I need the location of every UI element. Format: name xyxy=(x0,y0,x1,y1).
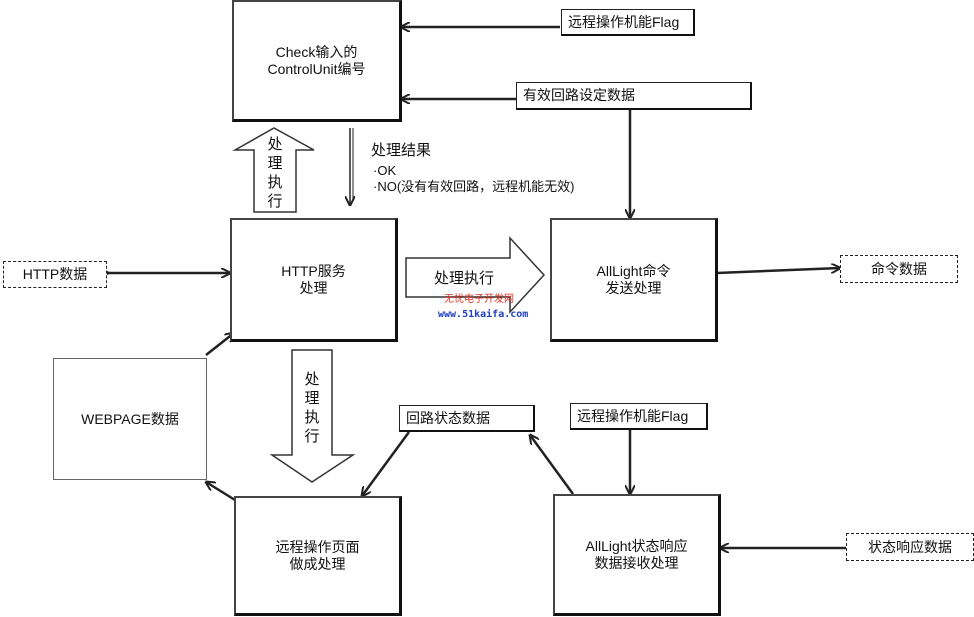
remote-page-box: 远程操作页面 做成处理 xyxy=(234,496,402,616)
arrow-loopstatus-to-page xyxy=(362,431,411,496)
alllight-command-box: AllLight命令 发送处理 xyxy=(550,218,718,342)
remote-flag-bottom-label: 远程操作机能Flag xyxy=(570,403,708,430)
http-data-label: HTTP数据 xyxy=(3,261,107,288)
webpage-data-label: WEBPAGE数据 xyxy=(81,410,179,427)
alllight-command-line2: 发送处理 xyxy=(605,279,662,296)
http-service-line1: HTTP服务 xyxy=(281,262,346,279)
watermark-cn: 无忧电子开发网 xyxy=(444,294,514,305)
valid-loop-data-label: 有效回路设定数据 xyxy=(516,82,752,110)
remote-flag-top-label: 远程操作机能Flag xyxy=(561,9,695,36)
alllight-status-box: AllLight状态响应 数据接收处理 xyxy=(553,494,721,616)
up-arrow-text: 处 理 执 行 xyxy=(267,136,283,210)
alllight-status-line2: 数据接收处理 xyxy=(594,554,679,571)
down-arrow-text: 处 理 执 行 xyxy=(304,371,320,445)
result-ok: ·OK xyxy=(373,163,397,178)
alllight-command-line1: AllLight命令 xyxy=(596,262,671,279)
http-service-line2: 处理 xyxy=(299,279,328,296)
check-line1: Check输入的 xyxy=(275,43,358,60)
arrow-page-to-webpage xyxy=(206,482,236,502)
command-data-label: 命令数据 xyxy=(840,255,958,283)
arrow-webpage-to-http xyxy=(205,333,234,356)
http-service-box: HTTP服务 处理 xyxy=(230,218,398,342)
block-arrow-down xyxy=(269,349,356,483)
status-response-data-label: 状态响应数据 xyxy=(846,533,974,561)
block-arrow-right xyxy=(405,236,546,314)
remote-page-line2: 做成处理 xyxy=(289,555,346,572)
alllight-status-line1: AllLight状态响应 xyxy=(585,537,688,554)
arrow-status-to-loopstatus xyxy=(530,435,575,495)
right-arrow-text: 处理执行 xyxy=(434,270,495,287)
watermark-url: www.51kaifa.com xyxy=(438,309,529,320)
block-arrow-up xyxy=(232,127,315,213)
result-no: ·NO(没有有效回路，远程机能无效) xyxy=(373,179,575,194)
result-title: 处理结果 xyxy=(371,142,432,159)
loop-status-data-label: 回路状态数据 xyxy=(399,405,535,432)
check-control-unit-box: Check输入的 ControlUnit编号 xyxy=(232,0,402,122)
check-line2: ControlUnit编号 xyxy=(267,60,366,77)
arrow-alllight-to-command xyxy=(716,268,840,275)
remote-page-line1: 远程操作页面 xyxy=(275,538,360,555)
webpage-data-box: WEBPAGE数据 xyxy=(53,358,207,480)
